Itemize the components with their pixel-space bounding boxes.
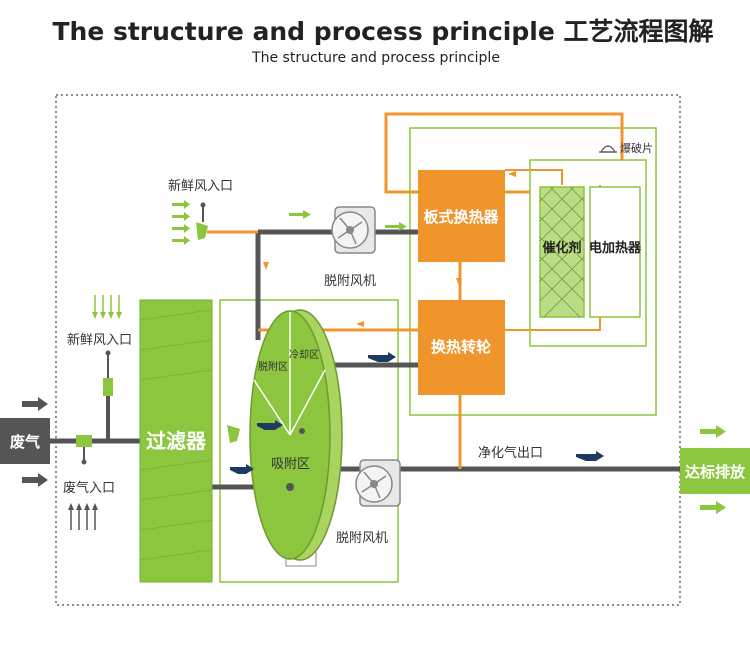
fresh-air-probe-left-dot [105,350,111,356]
page-title: The structure and process principle 工艺流程… [52,17,713,46]
fresh-air-down-arrows-left [92,295,122,319]
heat-exchange-wheel [418,300,505,395]
desorption-fan-bottom [355,459,401,507]
waste-gas-inlet-label: 废气入口 [63,480,115,496]
catalytic-enclosure [529,159,647,347]
rotor-enclosure [219,299,399,583]
clean-gas-outlet-label: 净化气出口 [478,445,543,461]
waste-gas-valve [76,435,92,447]
compliant-discharge-label: 达标排放 [685,463,746,481]
heat-exchange-enclosure [409,127,657,416]
navy-flow-arrows [230,352,604,474]
plate-heat-exchanger-label: 板式换热器 [423,208,499,226]
fresh-air-inlet-top-label: 新鲜风入口 [168,178,233,194]
filter-texture [139,309,213,561]
burst-disc-icon [599,145,617,153]
page-subtitle: The structure and process principle [251,50,500,66]
zone-adsorption-label: 吸附区 [271,457,310,472]
burst-disc-label: 爆破片 [620,141,653,155]
catalyst-mesh [539,186,585,318]
waste-gas-probe-dot [81,459,87,465]
compliant-discharge-box [680,448,750,494]
desorption-fan-top-label: 脱附风机 [324,274,376,289]
electric-heater [589,186,641,318]
fresh-air-valve-left [103,378,113,396]
filter-label: 过滤器 [146,429,207,453]
waste-gas-arrows [22,397,48,487]
system-boundary [55,94,681,606]
fresh-air-damper-top [196,222,208,240]
fresh-air-right-arrows-top [172,200,190,245]
desorption-fan-bottom-label: 脱附风机 [336,531,388,546]
rotor-inlet-dot [286,483,294,491]
waste-gas-box [0,418,50,464]
rotor-center-dot [299,428,305,434]
heat-exchange-wheel-label: 换热转轮 [431,338,491,356]
filter-block [140,300,212,582]
electric-heater-label: 电加热器 [589,240,642,256]
catalyst-bed [539,186,585,318]
rotor-divider-3 [253,379,291,436]
plate-heat-exchanger [418,170,505,262]
desorption-fan-top [331,206,376,254]
rotor-divider-2 [289,369,326,436]
zone-cooling-label: 冷却区 [289,348,319,361]
waste-gas-up-arrows [68,503,98,530]
green-flow-arrows [289,210,407,231]
zone-desorption-label: 脱附区 [258,360,288,373]
orange-flow-arrows [263,171,516,327]
fresh-air-probe-top-dot [200,202,206,208]
filter-outline [139,299,213,583]
rotor-damper [227,425,240,443]
discharge-arrows [700,425,726,514]
fresh-air-inlet-left-label: 新鲜风入口 [67,332,132,348]
catalyst-label: 催化剂 [542,240,581,256]
waste-gas-label: 废气 [10,433,40,451]
